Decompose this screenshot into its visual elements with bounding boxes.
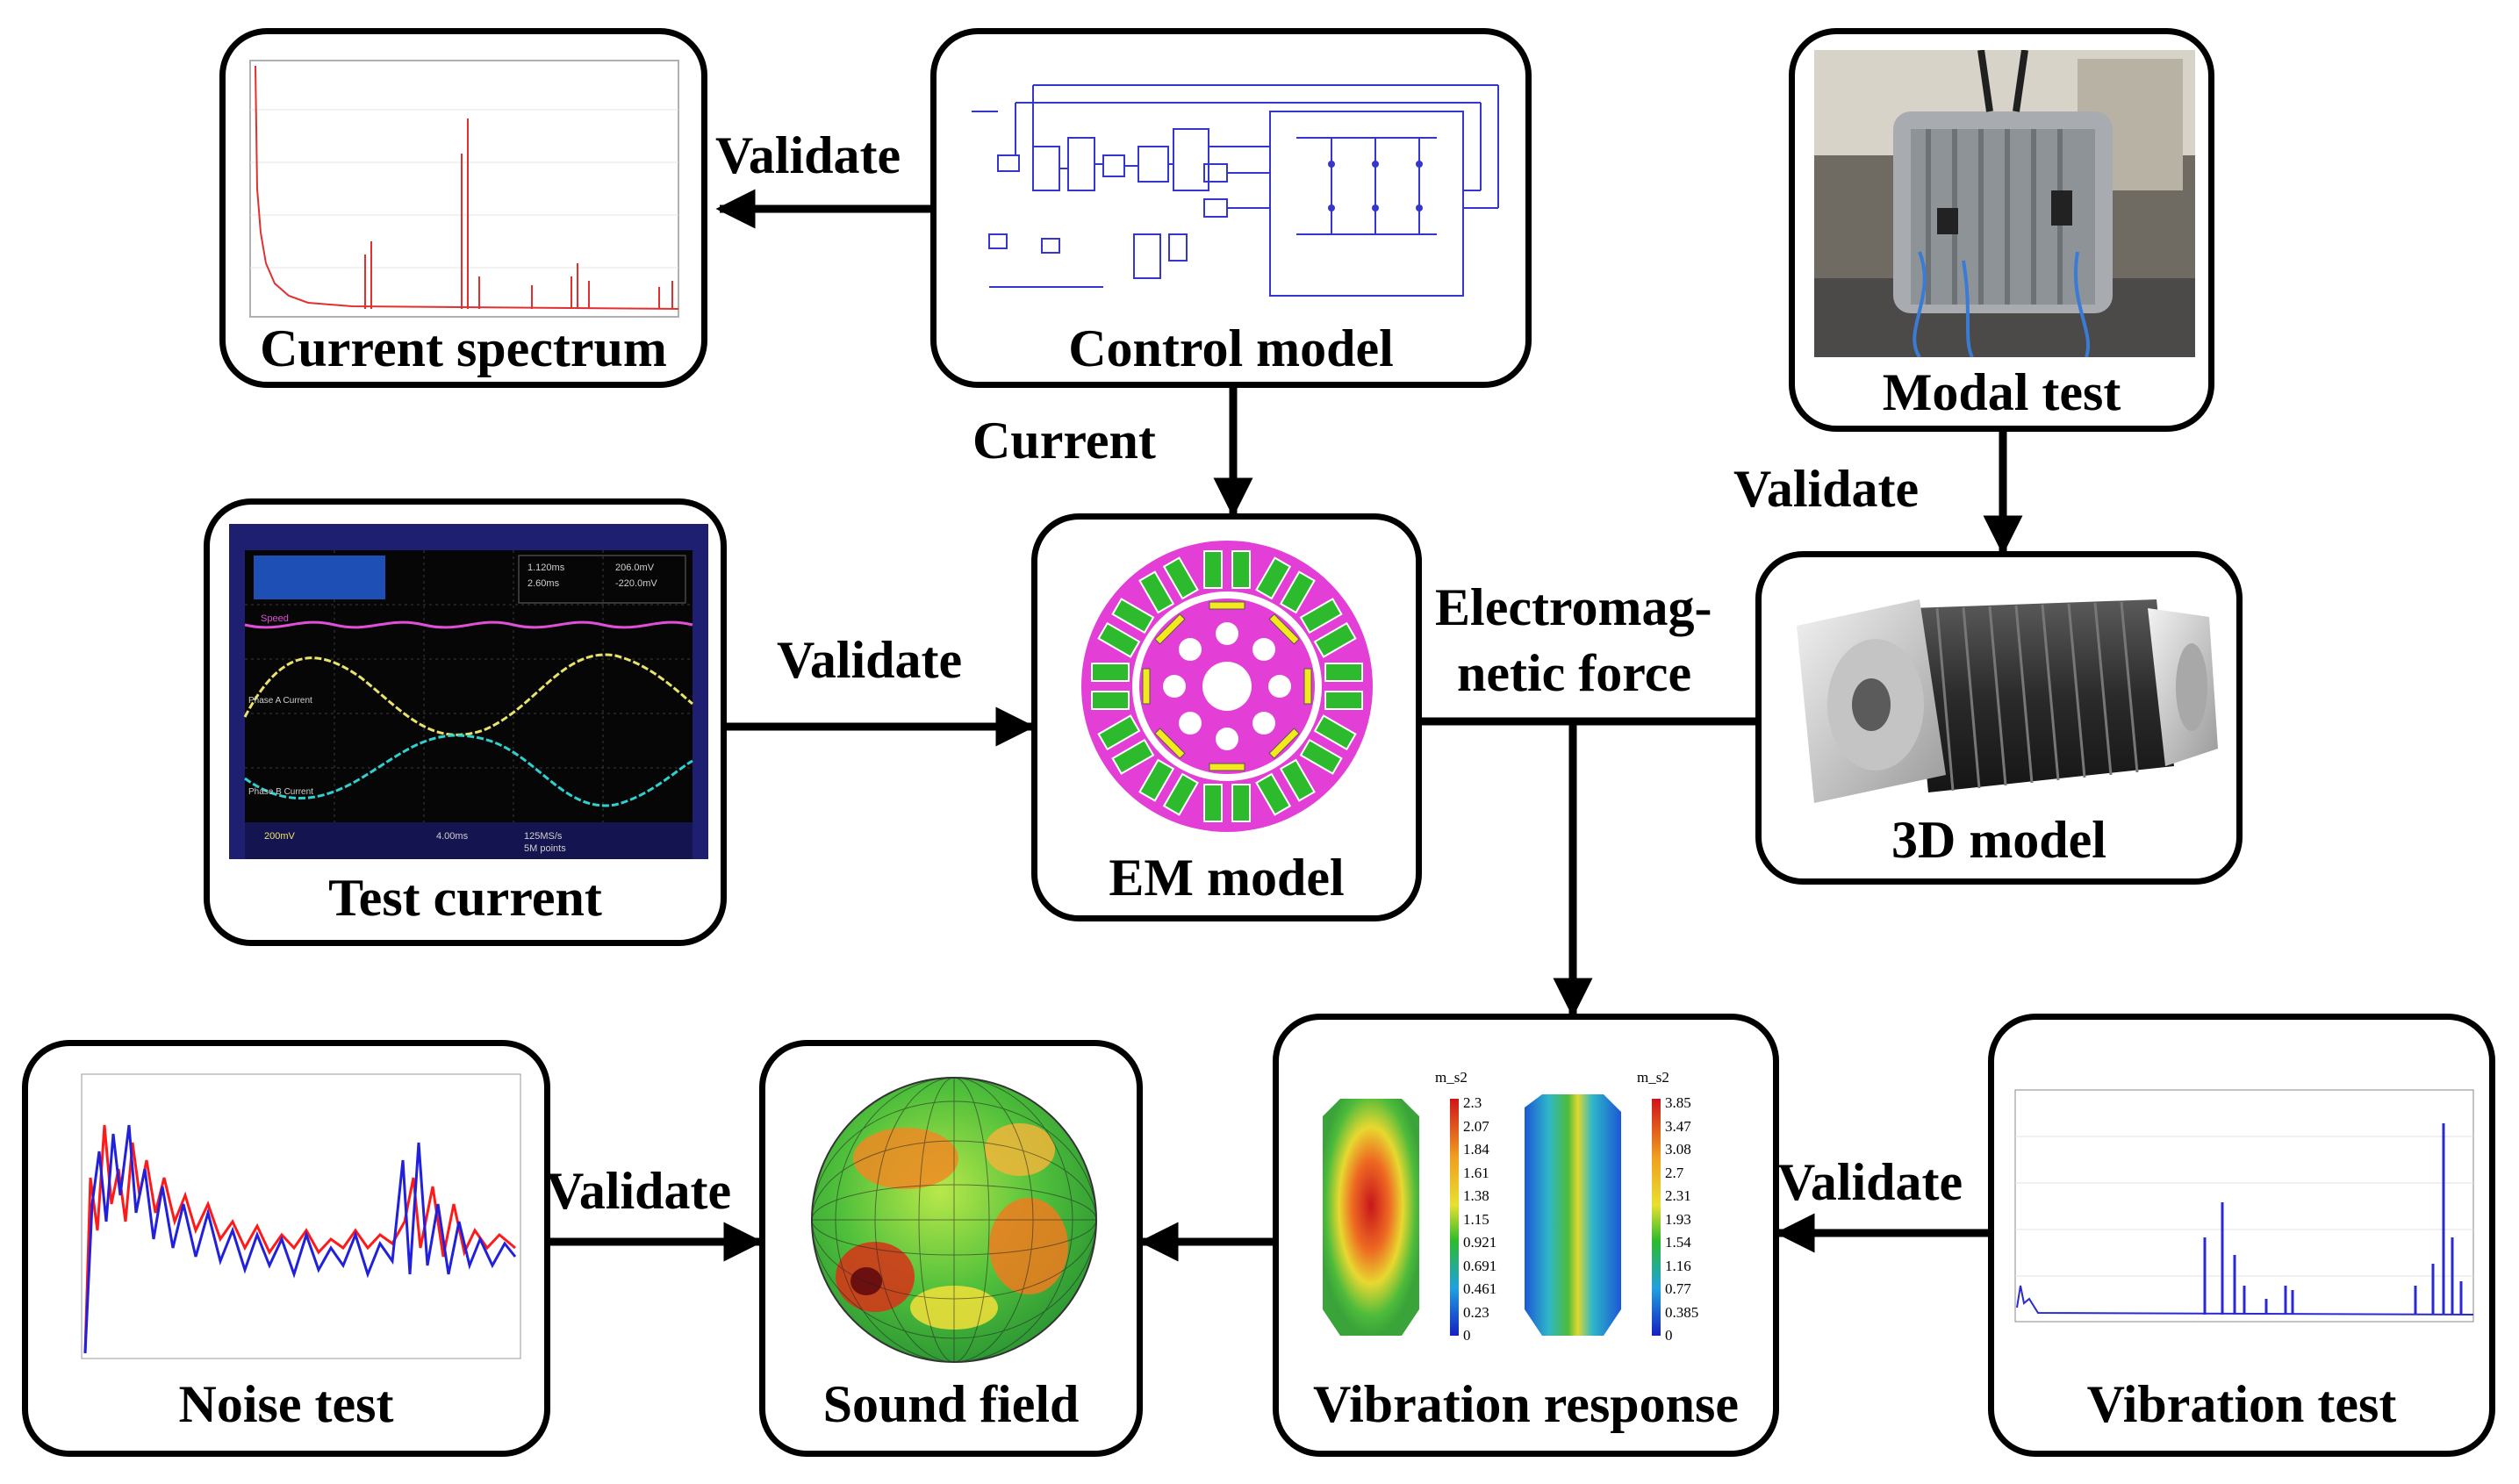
3d-model-render xyxy=(1779,573,2227,812)
node-vibration-response[interactable]: m_s2 m_s2 2.3 2.07 1.84 1.61 1.38 1.15 0… xyxy=(1273,1014,1779,1457)
scale-right-7: 1.16 xyxy=(1665,1257,1691,1274)
node-3d-model[interactable]: 3D model xyxy=(1755,551,2243,885)
edge-label-validate-test-current: Validate xyxy=(777,631,963,689)
node-test-current[interactable]: 1.120ms 2.60ms 206.0mV -220.0mV Speed Ph… xyxy=(204,498,727,946)
scope-readout-2: 2.60ms xyxy=(527,578,560,589)
scope-readout-4: -220.0mV xyxy=(615,578,657,589)
contour-scale-left: 2.3 2.07 1.84 1.61 1.38 1.15 0.921 0.691… xyxy=(1463,1092,1516,1348)
scope-channel-b: Phase B Current xyxy=(248,787,313,797)
vibration-response-contour: m_s2 m_s2 2.3 2.07 1.84 1.61 1.38 1.15 0… xyxy=(1305,1046,1762,1353)
scale-right-5: 1.93 xyxy=(1665,1210,1691,1228)
label-modal-test: Modal test xyxy=(1882,363,2121,421)
node-current-spectrum[interactable]: Current spectrum xyxy=(219,28,707,388)
label-vibration-test: Vibration test xyxy=(2086,1375,2397,1433)
test-current-scope: 1.120ms 2.60ms 206.0mV -220.0mV Speed Ph… xyxy=(229,524,708,859)
current-spectrum-plot xyxy=(247,57,682,320)
scale-left-0: 2.3 xyxy=(1463,1094,1482,1111)
node-em-model[interactable]: EM model xyxy=(1031,513,1422,921)
edge-label-validate-vibration: Validate xyxy=(1777,1153,1963,1211)
noise-test-plot xyxy=(59,1072,524,1362)
label-test-current: Test current xyxy=(328,869,602,927)
control-model-schematic xyxy=(963,59,1511,322)
scope-footer-2: 4.00ms xyxy=(436,831,469,842)
scope-channel-a: Phase A Current xyxy=(248,696,312,706)
edge-label-validate-noise: Validate xyxy=(546,1162,732,1220)
scale-right-4: 2.31 xyxy=(1665,1187,1691,1204)
contour-unit-right: m_s2 xyxy=(1637,1069,1669,1086)
scope-footer-4: 5M points xyxy=(524,843,566,854)
scale-left-5: 1.15 xyxy=(1463,1210,1489,1228)
edge-label-em-force-1: Electromag- xyxy=(1435,578,1712,636)
node-control-model[interactable]: Control model xyxy=(930,28,1532,388)
edge-label-em-force-2: netic force xyxy=(1457,644,1692,702)
scope-footer-1: 200mV xyxy=(264,831,295,842)
scale-left-2: 1.84 xyxy=(1463,1141,1489,1158)
scale-right-6: 1.54 xyxy=(1665,1234,1691,1251)
scale-right-9: 0.385 xyxy=(1665,1303,1699,1321)
scale-left-10: 0 xyxy=(1463,1327,1471,1344)
node-noise-test[interactable]: Noise test xyxy=(22,1040,550,1457)
vibration-test-plot xyxy=(2012,1088,2477,1325)
scale-right-1: 3.47 xyxy=(1665,1117,1691,1135)
scope-readout-3: 206.0mV xyxy=(615,563,655,573)
label-current-spectrum: Current spectrum xyxy=(260,319,667,377)
node-modal-test[interactable]: Modal test xyxy=(1789,28,2214,432)
node-vibration-test[interactable]: Vibration test xyxy=(1988,1014,2495,1457)
scale-right-8: 0.77 xyxy=(1665,1280,1691,1297)
node-sound-field[interactable]: Sound field xyxy=(759,1040,1143,1457)
contour-unit-left: m_s2 xyxy=(1435,1069,1468,1086)
label-vibration-response: Vibration response xyxy=(1312,1375,1740,1433)
label-noise-test: Noise test xyxy=(178,1375,394,1433)
contour-scale-right: 3.85 3.47 3.08 2.7 2.31 1.93 1.54 1.16 0… xyxy=(1665,1092,1718,1348)
scope-channel-speed: Speed xyxy=(261,613,289,624)
scale-left-4: 1.38 xyxy=(1463,1187,1489,1204)
scale-right-10: 0 xyxy=(1665,1327,1673,1344)
scale-left-7: 0.691 xyxy=(1463,1257,1497,1274)
em-model-cross-section xyxy=(1064,537,1390,835)
label-control-model: Control model xyxy=(1068,319,1394,377)
modal-test-photo xyxy=(1814,50,2195,357)
label-3d-model: 3D model xyxy=(1891,811,2106,869)
scale-left-6: 0.921 xyxy=(1463,1234,1497,1251)
scale-left-1: 2.07 xyxy=(1463,1117,1489,1135)
edge-label-current: Current xyxy=(972,412,1156,470)
edge-label-validate-modal: Validate xyxy=(1733,460,1920,518)
scope-footer-3: 125MS/s xyxy=(524,831,563,842)
scale-left-9: 0.23 xyxy=(1463,1303,1489,1321)
scope-readout-1: 1.120ms xyxy=(527,563,565,573)
label-em-model: EM model xyxy=(1109,849,1345,907)
scale-right-2: 3.08 xyxy=(1665,1141,1691,1158)
sound-field-sphere xyxy=(800,1071,1108,1369)
scale-right-3: 2.7 xyxy=(1665,1164,1684,1181)
label-sound-field: Sound field xyxy=(822,1375,1080,1433)
scale-right-0: 3.85 xyxy=(1665,1094,1691,1111)
scale-left-3: 1.61 xyxy=(1463,1164,1489,1181)
edge-label-validate-spectrum: Validate xyxy=(715,126,901,184)
scale-left-8: 0.461 xyxy=(1463,1280,1497,1297)
